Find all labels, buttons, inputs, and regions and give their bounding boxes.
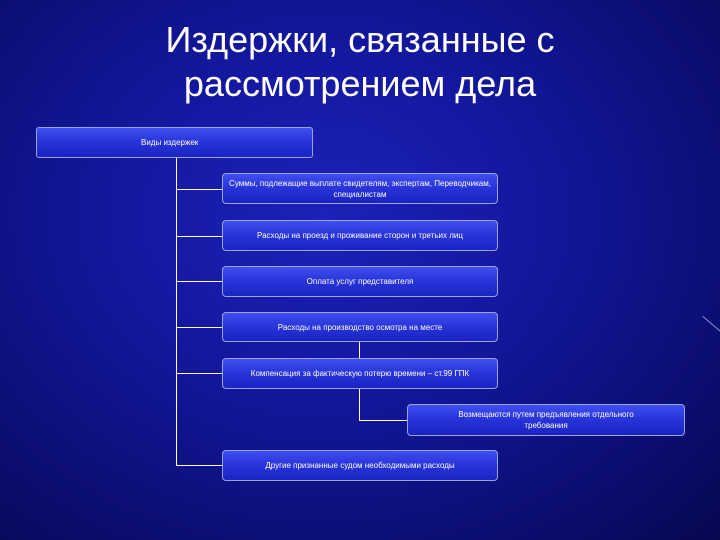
connector-to-item-5	[176, 373, 222, 374]
item-box-1: Суммы, подлежащие выплате свидетелям, эк…	[222, 173, 498, 204]
connector-to-item-6	[359, 420, 407, 421]
item-box-7: Другие признанные судом необходимыми рас…	[222, 450, 498, 481]
slide-title: Издержки, связанные с рассмотрением дела	[0, 18, 720, 106]
item-box-1-label: Суммы, подлежащие выплате свидетелям, эк…	[229, 178, 491, 199]
item-box-5: Компенсация за фактическую потерю времен…	[222, 358, 498, 389]
item-box-7-label: Другие признанные судом необходимыми рас…	[265, 461, 455, 470]
connector-to-item-7	[176, 465, 222, 466]
item-box-4-label: Расходы на производство осмотра на месте	[277, 322, 443, 332]
item-box-6: Возмещаются путем предъявления отдельног…	[407, 404, 685, 436]
item-box-3: Оплата услуг представителя	[222, 266, 498, 297]
item-box-5-label: Компенсация за фактическую потерю времен…	[250, 369, 470, 378]
connector-to-item-1	[176, 189, 222, 190]
connector-to-item-2	[176, 236, 222, 237]
main-vertical-connector	[176, 158, 177, 466]
decorative-diagonal-line	[702, 316, 720, 334]
connector-to-item-4	[176, 327, 222, 328]
item-box-3-label: Оплата услуг представителя	[306, 277, 414, 286]
slide-title-line-1: Издержки, связанные с	[165, 19, 555, 60]
slide-title-line-2: рассмотрением дела	[183, 63, 537, 104]
root-box: Виды издержек	[36, 127, 313, 158]
item-box-2: Расходы на проезд и проживание сторон и …	[222, 220, 498, 251]
item-box-4: Расходы на производство осмотра на месте	[222, 312, 498, 342]
item-box-6-label: Возмещаются путем предъявления отдельног…	[458, 410, 634, 430]
item-box-2-label: Расходы на проезд и проживание сторон и …	[257, 231, 463, 240]
connector-to-item-3	[176, 281, 222, 282]
root-box-label: Виды издержек	[141, 138, 199, 147]
